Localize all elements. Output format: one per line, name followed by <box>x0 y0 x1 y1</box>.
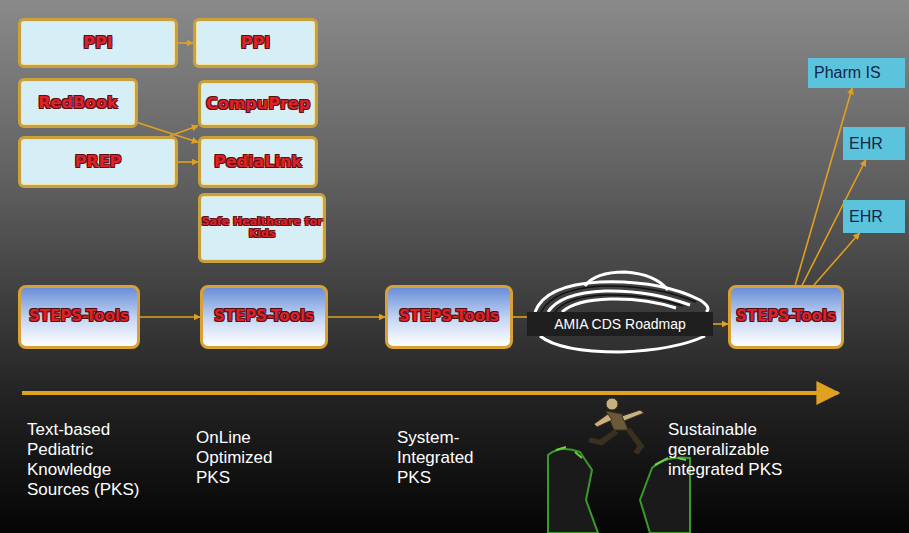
system-box: Pharm IS <box>808 58 905 88</box>
system-box: EHR <box>843 127 905 160</box>
node-text: PREP <box>75 153 122 171</box>
flow-arrow <box>178 42 193 44</box>
stage-label: System-Integrated PKS <box>397 428 507 488</box>
node-text: EHR <box>843 135 889 153</box>
source-box: PPI <box>193 18 318 68</box>
source-box: PediaLink <box>198 136 318 188</box>
node-text: CompuPrep <box>206 95 310 113</box>
flow-arrow <box>178 161 198 163</box>
node-text: STEPS-Tools <box>399 308 499 325</box>
stage-label: OnLine Optimized PKS <box>196 428 306 488</box>
steps-box: STEPS-Tools <box>728 285 844 349</box>
node-text: Safe Healthcare for Kids <box>201 216 323 240</box>
node-text: PPI <box>83 34 112 52</box>
source-box: RedBook <box>18 78 138 128</box>
jumping-man <box>589 398 644 454</box>
chasm-illustration <box>548 447 690 533</box>
node-text: Pharm IS <box>808 64 887 82</box>
source-box: CompuPrep <box>198 80 318 128</box>
node-text: RedBook <box>38 94 117 112</box>
flow-arrow <box>328 316 385 318</box>
node-text: PPI <box>241 34 270 52</box>
flow-arrow <box>713 323 728 325</box>
steps-box: STEPS-Tools <box>385 285 513 349</box>
flow-arrow <box>140 316 200 318</box>
steps-box: STEPS-Tools <box>200 285 328 349</box>
timeline-arrow <box>22 391 838 395</box>
roadmap-illustration-dark <box>541 286 696 312</box>
flow-arrow <box>795 88 852 285</box>
flow-arrow <box>170 126 198 136</box>
source-box: PREP <box>18 136 178 188</box>
source-box: PPI <box>18 18 178 68</box>
node-text: PediaLink <box>214 153 302 171</box>
node-text: STEPS-Tools <box>214 308 314 325</box>
flow-arrow <box>814 233 860 285</box>
system-box: EHR <box>843 200 905 233</box>
node-text: STEPS-Tools <box>29 308 129 325</box>
stage-label: Text-based Pediatric Knowledge Sources (… <box>27 420 177 500</box>
roadmap-label-box: AMIA CDS Roadmap <box>527 312 713 336</box>
steps-box: STEPS-Tools <box>18 285 140 349</box>
node-text: EHR <box>843 208 889 226</box>
flow-arrow <box>513 316 527 318</box>
node-text: AMIA CDS Roadmap <box>550 316 690 332</box>
source-box: Safe Healthcare for Kids <box>198 193 326 263</box>
stage-label: Sustainable generalizable integrated PKS <box>668 420 838 480</box>
node-text: STEPS-Tools <box>736 308 836 325</box>
